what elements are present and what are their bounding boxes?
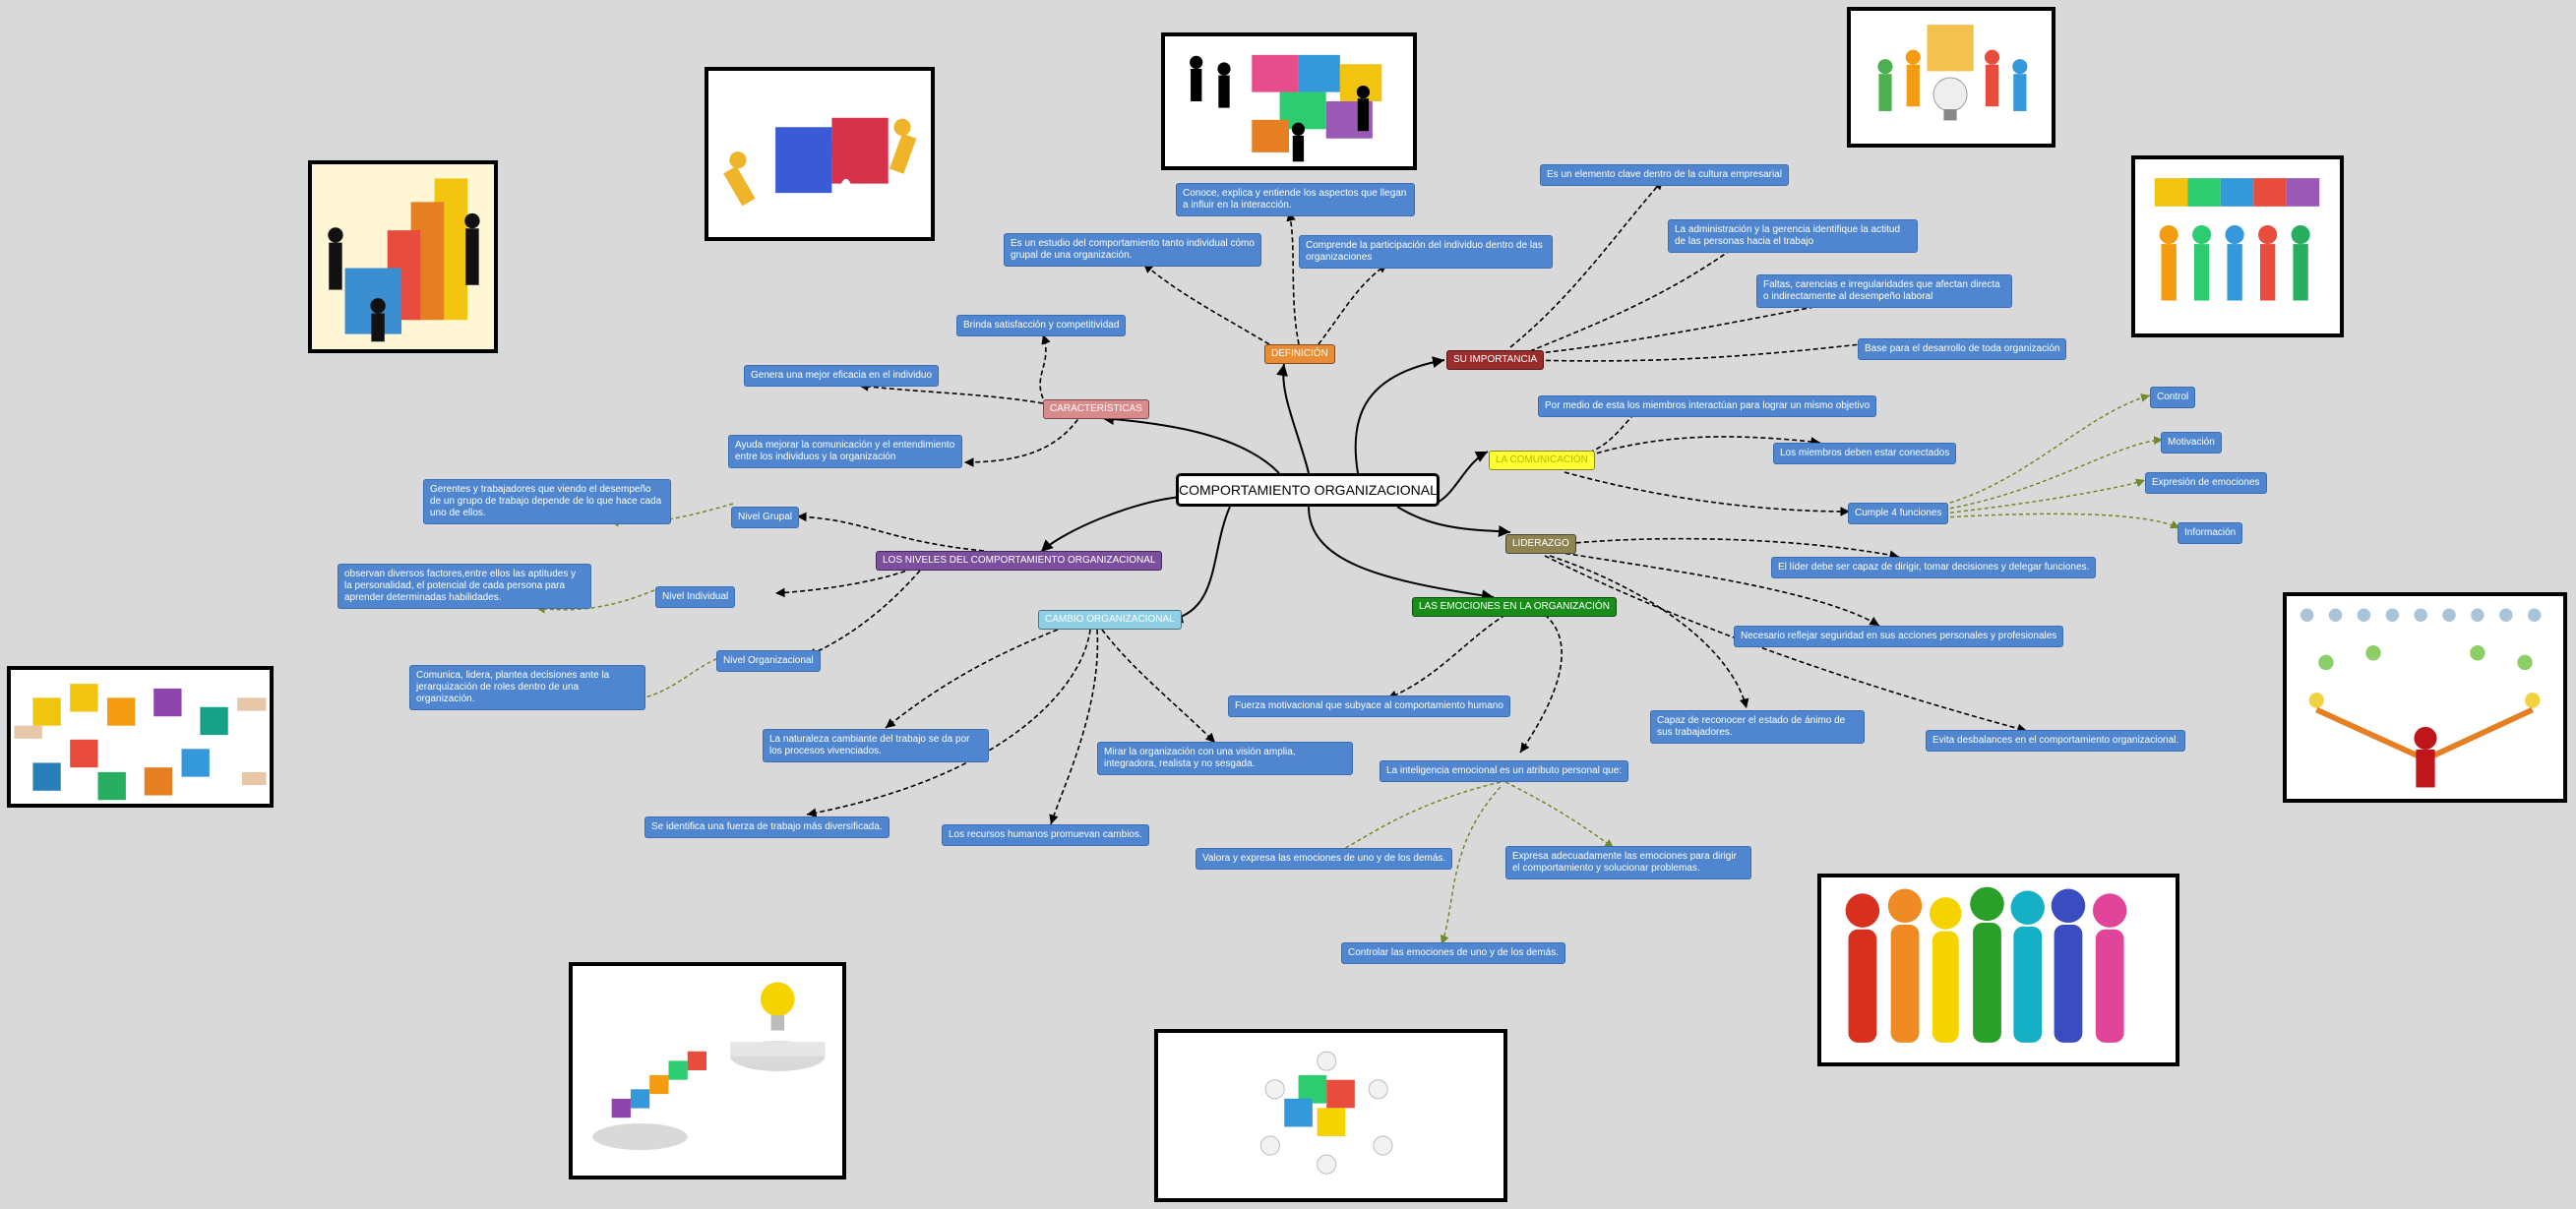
puzzle-bridge-lightbulb-image <box>569 962 846 1179</box>
definicion-item[interactable]: Conoce, explica y entiende los aspectos … <box>1176 183 1415 216</box>
branch-niveles[interactable]: LOS NIVELES DEL COMPORTAMIENTO ORGANIZAC… <box>876 551 1163 571</box>
inteligencia-item[interactable]: Valora y expresa las emociones de uno y … <box>1196 848 1453 870</box>
colorful-figures-illustration <box>1845 886 2127 1043</box>
colorful-puzzle-team-image <box>2131 155 2344 337</box>
branch-definicion[interactable]: DEFINICIÓN <box>1264 344 1335 364</box>
emociones-item[interactable]: Fuerza motivacional que subyace al compo… <box>1228 695 1510 717</box>
colorful-team-illustration <box>2154 178 2320 301</box>
teamwork-puzzle-image <box>1161 32 1417 170</box>
nivel-descripcion[interactable]: Comunica, lidera, plantea decisiones ant… <box>409 665 645 710</box>
importancia-item[interactable]: Faltas, carencias e irregularidades que … <box>1756 274 2012 308</box>
puzzle-hands-image <box>7 666 274 808</box>
importancia-item[interactable]: Base para el desarrollo de toda organiza… <box>1858 338 2067 360</box>
puzzle-lightbulb-illustration <box>1877 25 2028 121</box>
colorful-people-image <box>1817 874 2179 1066</box>
liderazgo-item[interactable]: Necesario reflejar seguridad en sus acci… <box>1734 626 2064 647</box>
caracteristica-item[interactable]: Ayuda mejorar la comunicación y el enten… <box>728 435 962 468</box>
liderazgo-item[interactable]: Evita desbalances en el comportamiento o… <box>1926 730 2186 752</box>
comunicacion-item[interactable]: Por medio de esta los miembros interactú… <box>1538 395 1877 417</box>
building-blocks-illustration <box>312 164 494 349</box>
leadership-pyramid-image <box>2283 592 2567 803</box>
blocks-building-image <box>308 160 498 353</box>
people-puzzle-image <box>705 67 935 241</box>
people-pushing-puzzle-illustration <box>723 117 917 207</box>
definicion-item[interactable]: Es un estudio del comportamiento tanto i… <box>1004 233 1261 267</box>
puzzle-bridge-illustration <box>592 982 826 1150</box>
inteligencia-item[interactable]: Controlar las emociones de uno y de los … <box>1341 942 1566 964</box>
branch-cambio[interactable]: CAMBIO ORGANIZACIONAL <box>1038 610 1182 630</box>
emociones-item[interactable]: La inteligencia emocional es un atributo… <box>1380 760 1629 782</box>
funcion-item[interactable]: Información <box>2177 522 2243 544</box>
cambio-item[interactable]: Mirar la organización con una visión amp… <box>1097 742 1353 775</box>
leader-team-illustration <box>2300 608 2542 788</box>
central-topic[interactable]: COMPORTAMIENTO ORGANIZACIONAL <box>1176 473 1440 507</box>
teamwork-puzzle-illustration <box>1190 54 1382 162</box>
comunicacion-item[interactable]: Cumple 4 funciones <box>1848 503 1949 524</box>
liderazgo-item[interactable]: El líder debe ser capaz de dirigir, toma… <box>1771 557 2097 578</box>
comunicacion-item[interactable]: Los miembros deben estar conectados <box>1773 443 1957 464</box>
funcion-item[interactable]: Expresión de emociones <box>2145 472 2267 494</box>
nivel-item[interactable]: Nivel Individual <box>655 586 736 608</box>
puzzle-pieces-hands-illustration <box>14 684 267 801</box>
funcion-item[interactable]: Control <box>2150 387 2196 408</box>
branch-comunicacion[interactable]: LA COMUNICACIÓN <box>1489 451 1595 470</box>
branch-liderazgo[interactable]: LIDERAZGO <box>1505 534 1576 554</box>
people-around-puzzle-illustration <box>1259 1051 1393 1175</box>
importancia-item[interactable]: La administración y la gerencia identifi… <box>1668 219 1918 253</box>
nivel-descripcion[interactable]: Gerentes y trabajadores que viendo el de… <box>423 479 671 524</box>
definicion-item[interactable]: Comprende la participación del individuo… <box>1299 235 1553 269</box>
caracteristica-item[interactable]: Genera una mejor eficacia en el individu… <box>744 365 939 387</box>
branch-emociones[interactable]: LAS EMOCIONES EN LA ORGANIZACIÓN <box>1412 597 1617 617</box>
nivel-item[interactable]: Nivel Organizacional <box>716 650 821 672</box>
cambio-item[interactable]: La naturaleza cambiante del trabajo se d… <box>763 729 989 762</box>
caracteristica-item[interactable]: Brinda satisfacción y competitividad <box>956 315 1127 336</box>
inteligencia-item[interactable]: Expresa adecuadamente las emociones para… <box>1505 846 1751 879</box>
funcion-item[interactable]: Motivación <box>2161 432 2222 453</box>
puzzle-circle-people-image <box>1154 1029 1507 1202</box>
cambio-item[interactable]: Los recursos humanos promuevan cambios. <box>942 824 1149 846</box>
branch-importancia[interactable]: SU IMPORTANCIA <box>1446 350 1545 370</box>
nivel-item[interactable]: Nivel Grupal <box>731 507 800 528</box>
importancia-item[interactable]: Es un elemento clave dentro de la cultur… <box>1540 164 1790 186</box>
puzzle-lightbulb-team-image <box>1847 7 2055 148</box>
branch-caracteristicas[interactable]: CARACTERÍSTICAS <box>1043 399 1149 419</box>
liderazgo-item[interactable]: Capaz de reconocer el estado de ánimo de… <box>1650 710 1865 744</box>
nivel-descripcion[interactable]: observan diversos factores,entre ellos l… <box>337 564 591 609</box>
cambio-item[interactable]: Se identifica una fuerza de trabajo más … <box>644 816 889 838</box>
